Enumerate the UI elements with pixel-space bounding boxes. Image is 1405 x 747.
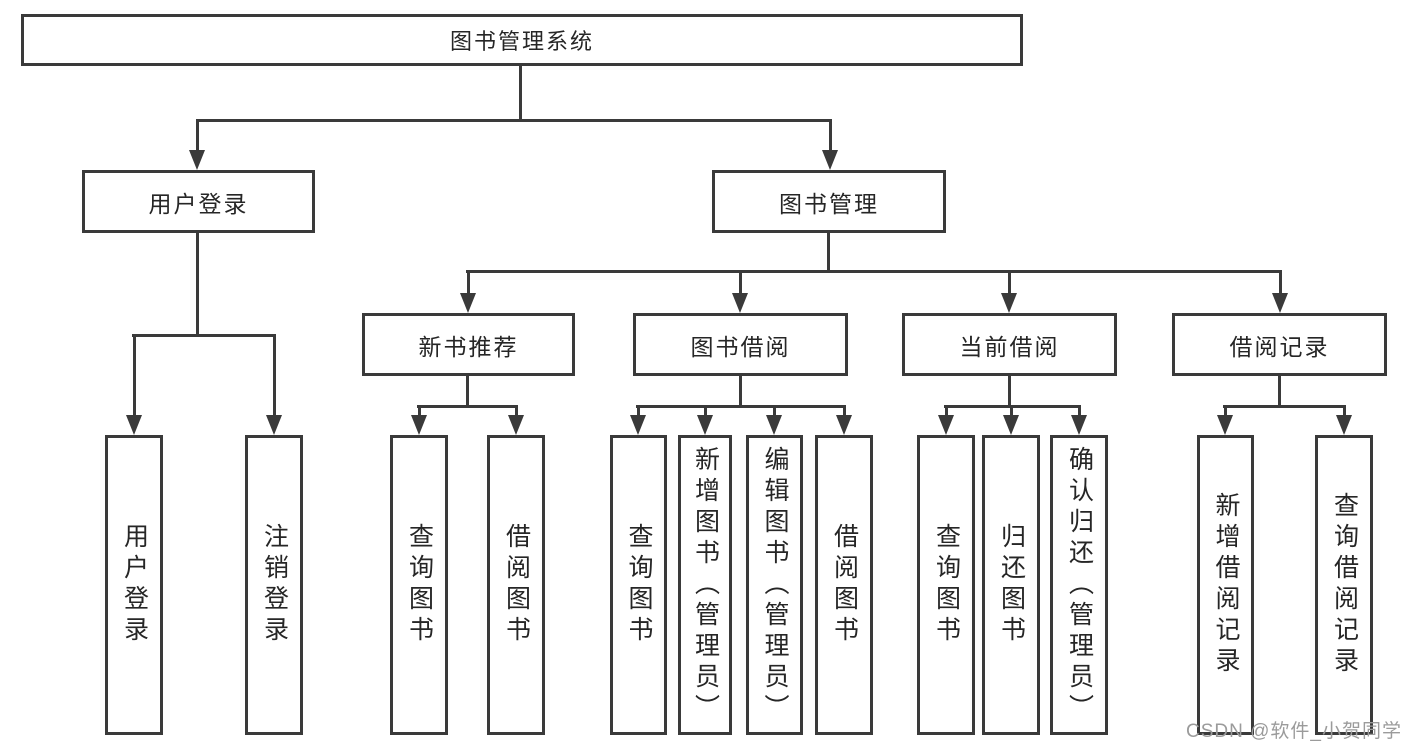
connector-h-new-book bbox=[417, 405, 518, 408]
arrow-down-leaf bbox=[766, 407, 782, 435]
connector-h-borrow-record bbox=[1223, 405, 1346, 408]
leaf-borrow-books: 借阅图书 bbox=[815, 435, 873, 735]
connector-v-borrow-record bbox=[1278, 376, 1281, 407]
leaf-edit-books-admin: 编辑图书（管理员） bbox=[746, 435, 803, 735]
arrow-down-leaf bbox=[1336, 407, 1352, 435]
arrow-down-leaf bbox=[630, 407, 646, 435]
arrow-down-leaf bbox=[1071, 407, 1087, 435]
node-root: 图书管理系统 bbox=[21, 14, 1023, 66]
leaf-add-books-admin: 新增图书（管理员） bbox=[678, 435, 732, 735]
connector-h-current-borrow bbox=[944, 405, 1081, 408]
leaf-query-books-borrow: 查询图书 bbox=[610, 435, 667, 735]
arrow-down-borrow-record bbox=[1272, 272, 1288, 313]
leaf-return-books: 归还图书 bbox=[982, 435, 1040, 735]
arrow-down-leaf bbox=[697, 407, 713, 435]
connector-v-book-mgmt bbox=[827, 233, 830, 272]
arrow-down-new-book bbox=[460, 272, 476, 313]
node-new-book-recommendation: 新书推荐 bbox=[362, 313, 575, 376]
arrow-down-book-mgmt bbox=[822, 119, 838, 170]
connector-h-level3 bbox=[466, 270, 1282, 273]
leaf-borrow-books-recommend: 借阅图书 bbox=[487, 435, 545, 735]
connector-v-book-borrow bbox=[739, 376, 742, 407]
csdn-watermark: CSDN @软件_小贺同学 bbox=[1186, 721, 1402, 742]
connector-v-user-login bbox=[196, 233, 199, 336]
arrow-down-leaf bbox=[508, 407, 524, 435]
arrow-down-leaf bbox=[126, 336, 142, 435]
node-user-login: 用户登录 bbox=[82, 170, 315, 233]
connector-v-root bbox=[519, 66, 522, 121]
node-book-management: 图书管理 bbox=[712, 170, 946, 233]
leaf-user-login: 用户登录 bbox=[105, 435, 163, 735]
leaf-query-borrow-record: 查询借阅记录 bbox=[1315, 435, 1373, 735]
leaf-logout: 注销登录 bbox=[245, 435, 303, 735]
leaf-query-books-recommend: 查询图书 bbox=[390, 435, 448, 735]
arrow-down-book-borrow bbox=[732, 272, 748, 313]
node-borrowing-records: 借阅记录 bbox=[1172, 313, 1387, 376]
arrow-down-leaf bbox=[938, 407, 954, 435]
arrow-down-leaf bbox=[1003, 407, 1019, 435]
arrow-down-leaf bbox=[411, 407, 427, 435]
connector-v-current-borrow bbox=[1008, 376, 1011, 407]
connector-h-book-borrow bbox=[636, 405, 846, 408]
leaf-query-books-current: 查询图书 bbox=[917, 435, 975, 735]
arrow-down-current-borrow bbox=[1001, 272, 1017, 313]
arrow-down-leaf bbox=[836, 407, 852, 435]
arrow-down-leaf bbox=[266, 336, 282, 435]
connector-h-level2 bbox=[196, 119, 832, 122]
node-current-borrowing: 当前借阅 bbox=[902, 313, 1117, 376]
node-book-borrowing: 图书借阅 bbox=[633, 313, 848, 376]
arrow-down-leaf bbox=[1217, 407, 1233, 435]
connector-h-user-login bbox=[132, 334, 276, 337]
connector-v-new-book bbox=[466, 376, 469, 407]
arrow-down-user-login bbox=[189, 119, 205, 170]
leaf-confirm-return-admin: 确认归还（管理员） bbox=[1050, 435, 1108, 735]
leaf-add-borrow-record: 新增借阅记录 bbox=[1197, 435, 1254, 735]
